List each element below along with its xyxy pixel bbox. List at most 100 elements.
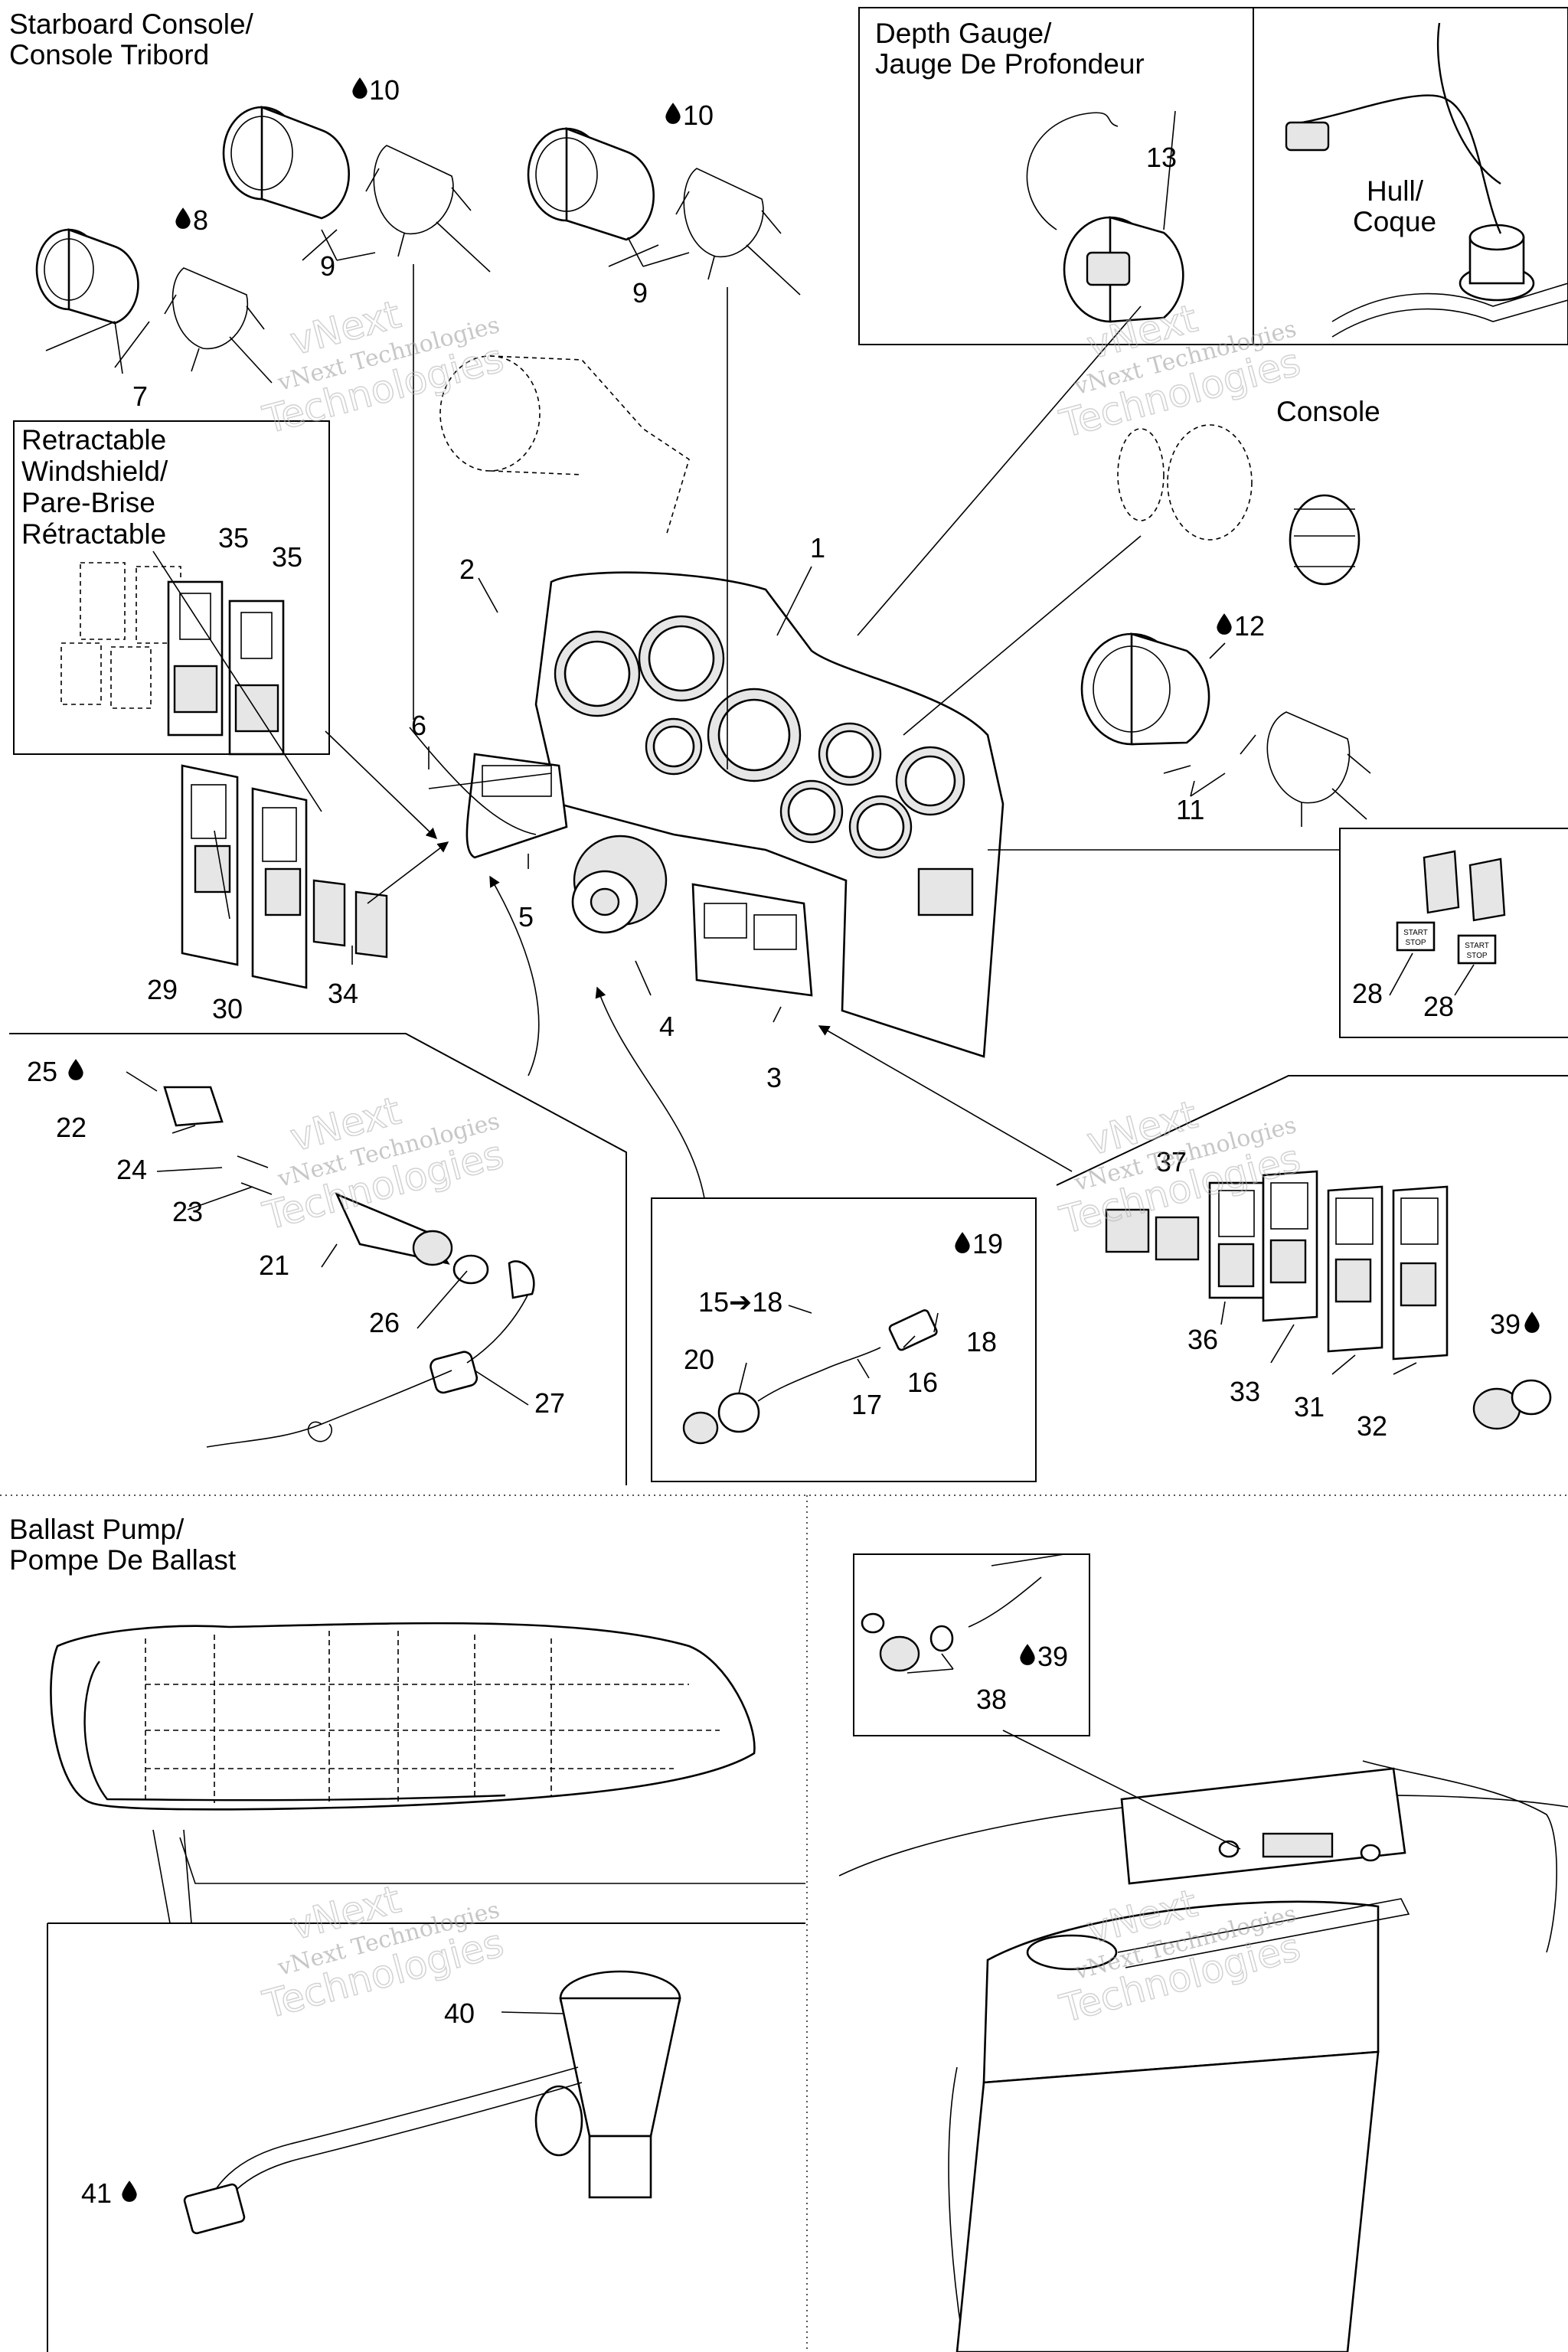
callout-33: 33	[1230, 1376, 1260, 1407]
dashboard-panel	[534, 571, 1004, 1058]
section-frames	[0, 7, 1568, 2352]
drop-icon-8	[175, 207, 191, 229]
socket-38-39	[861, 1576, 1042, 1672]
hull-transducer	[1285, 22, 1568, 338]
callouts: 1 2 3 4 5 6 7 8 9 9 10 10 11 12 13 15➔18…	[27, 74, 1540, 2209]
start-label-right: START	[1465, 942, 1489, 950]
ignition-box	[9, 1033, 627, 1485]
console-ring-parts	[1117, 424, 1361, 586]
callout-34: 34	[328, 978, 358, 1009]
gauge-9-right	[527, 127, 801, 296]
drop-icon-39-right	[1524, 1312, 1540, 1333]
ghost-gauge	[439, 355, 690, 537]
hull-title: Hull/	[1367, 175, 1424, 207]
start-stop-box	[1339, 828, 1568, 1038]
callout-38: 38	[976, 1684, 1007, 1715]
callout-30: 30	[212, 993, 243, 1024]
relay-parts	[682, 1309, 938, 1445]
callout-36: 36	[1187, 1324, 1218, 1355]
callout-1: 1	[810, 532, 825, 564]
windshield-title-4: Rétractable	[21, 518, 166, 550]
callout-28-right: 28	[1423, 991, 1454, 1022]
start-label-left: START	[1403, 929, 1428, 937]
callout-4: 4	[659, 1011, 675, 1042]
callout-2: 2	[459, 554, 475, 585]
stop-label-left: STOP	[1405, 939, 1426, 947]
callout-40: 40	[444, 1998, 475, 2029]
callout-5: 5	[518, 901, 534, 933]
drop-icon-10-right	[665, 103, 681, 124]
callout-6: 6	[411, 710, 426, 741]
callout-41: 41	[81, 2177, 112, 2209]
drop-icon-19	[955, 1232, 970, 1253]
bezel-5	[466, 753, 568, 859]
callout-31: 31	[1294, 1391, 1325, 1423]
callout-26: 26	[369, 1307, 400, 1338]
boat-hull-outline	[50, 1622, 756, 1811]
callout-16: 16	[907, 1367, 938, 1398]
callout-13: 13	[1146, 142, 1177, 173]
callout-12: 12	[1234, 610, 1265, 642]
starboard-title: Starboard Console/	[9, 8, 254, 40]
callout-37: 37	[1156, 1146, 1187, 1178]
callout-10-left: 10	[369, 74, 400, 106]
leader-lines	[45, 110, 1475, 2014]
callout-35-right: 35	[272, 541, 302, 573]
callout-29: 29	[147, 974, 178, 1005]
callout-39-right: 39	[1490, 1308, 1521, 1340]
gauge-11	[1080, 632, 1371, 827]
socket-box	[853, 1553, 1090, 1736]
callout-10-right: 10	[683, 100, 714, 131]
callout-39-bottom: 39	[1037, 1641, 1068, 1672]
callout-17: 17	[851, 1389, 882, 1420]
gauge-7	[35, 228, 273, 384]
callout-25: 25	[27, 1056, 57, 1087]
gauge-9-left	[222, 106, 491, 273]
drop-icon-12	[1217, 613, 1232, 635]
depth-title-fr: Jauge De Profondeur	[875, 48, 1145, 80]
starboard-title-fr: Console Tribord	[9, 39, 209, 70]
drop-icon-39-bottom	[1020, 1644, 1035, 1665]
relay-box	[651, 1197, 1037, 1482]
ballast-title-fr: Pompe De Ballast	[9, 1544, 237, 1576]
depth-title: Depth Gauge/	[875, 18, 1052, 49]
windshield-title-3: Pare-Brise	[21, 487, 155, 518]
callout-28-left: 28	[1352, 978, 1383, 1009]
callout-35-left: 35	[218, 522, 249, 554]
callout-24: 24	[116, 1154, 147, 1185]
callout-32: 32	[1357, 1410, 1387, 1442]
stop-label-right: STOP	[1466, 952, 1487, 960]
callout-23: 23	[172, 1196, 203, 1227]
switches-31-37	[1105, 1170, 1552, 1430]
drop-icon-10-left	[352, 77, 368, 99]
console-label: Console	[1276, 396, 1380, 427]
switches-29-30-34	[181, 764, 388, 989]
callout-3: 3	[766, 1062, 782, 1093]
callout-11: 11	[1176, 794, 1204, 825]
ignition-boot	[571, 835, 668, 934]
hull-title-fr: Coque	[1353, 206, 1436, 237]
drop-icon-41	[122, 2180, 137, 2202]
callout-9-right: 9	[632, 277, 648, 309]
windshield-title-2: Windshield/	[21, 456, 168, 487]
switches-box	[1056, 1075, 1568, 1186]
callout-27: 27	[534, 1387, 565, 1419]
callout-22: 22	[56, 1112, 87, 1143]
callout-21: 21	[259, 1250, 289, 1281]
callout-15-18: 15➔18	[698, 1286, 782, 1318]
callout-20: 20	[684, 1344, 714, 1375]
windshield-title-1: Retractable	[21, 424, 166, 456]
section-titles: Starboard Console/ Console Tribord Depth…	[9, 8, 1436, 1576]
windshield-box	[13, 420, 330, 755]
callout-7: 7	[132, 381, 148, 412]
hull-box	[1253, 7, 1568, 345]
console-cabinet	[838, 1760, 1568, 2352]
watermarks: vNext Technologies Technologies vNext vN…	[258, 292, 1305, 2032]
windshield-switches	[60, 562, 285, 756]
bezel-3	[691, 883, 813, 997]
callout-19: 19	[972, 1228, 1003, 1259]
ballast-pump-40	[183, 1970, 681, 2235]
depth-gauge-13	[1026, 112, 1184, 323]
callout-18: 18	[966, 1326, 997, 1357]
